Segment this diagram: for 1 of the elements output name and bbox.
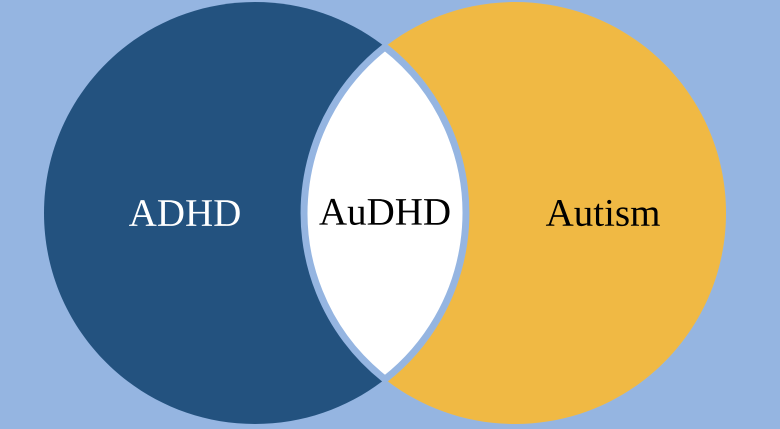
overlap-region: AuDHD	[300, 44, 470, 383]
